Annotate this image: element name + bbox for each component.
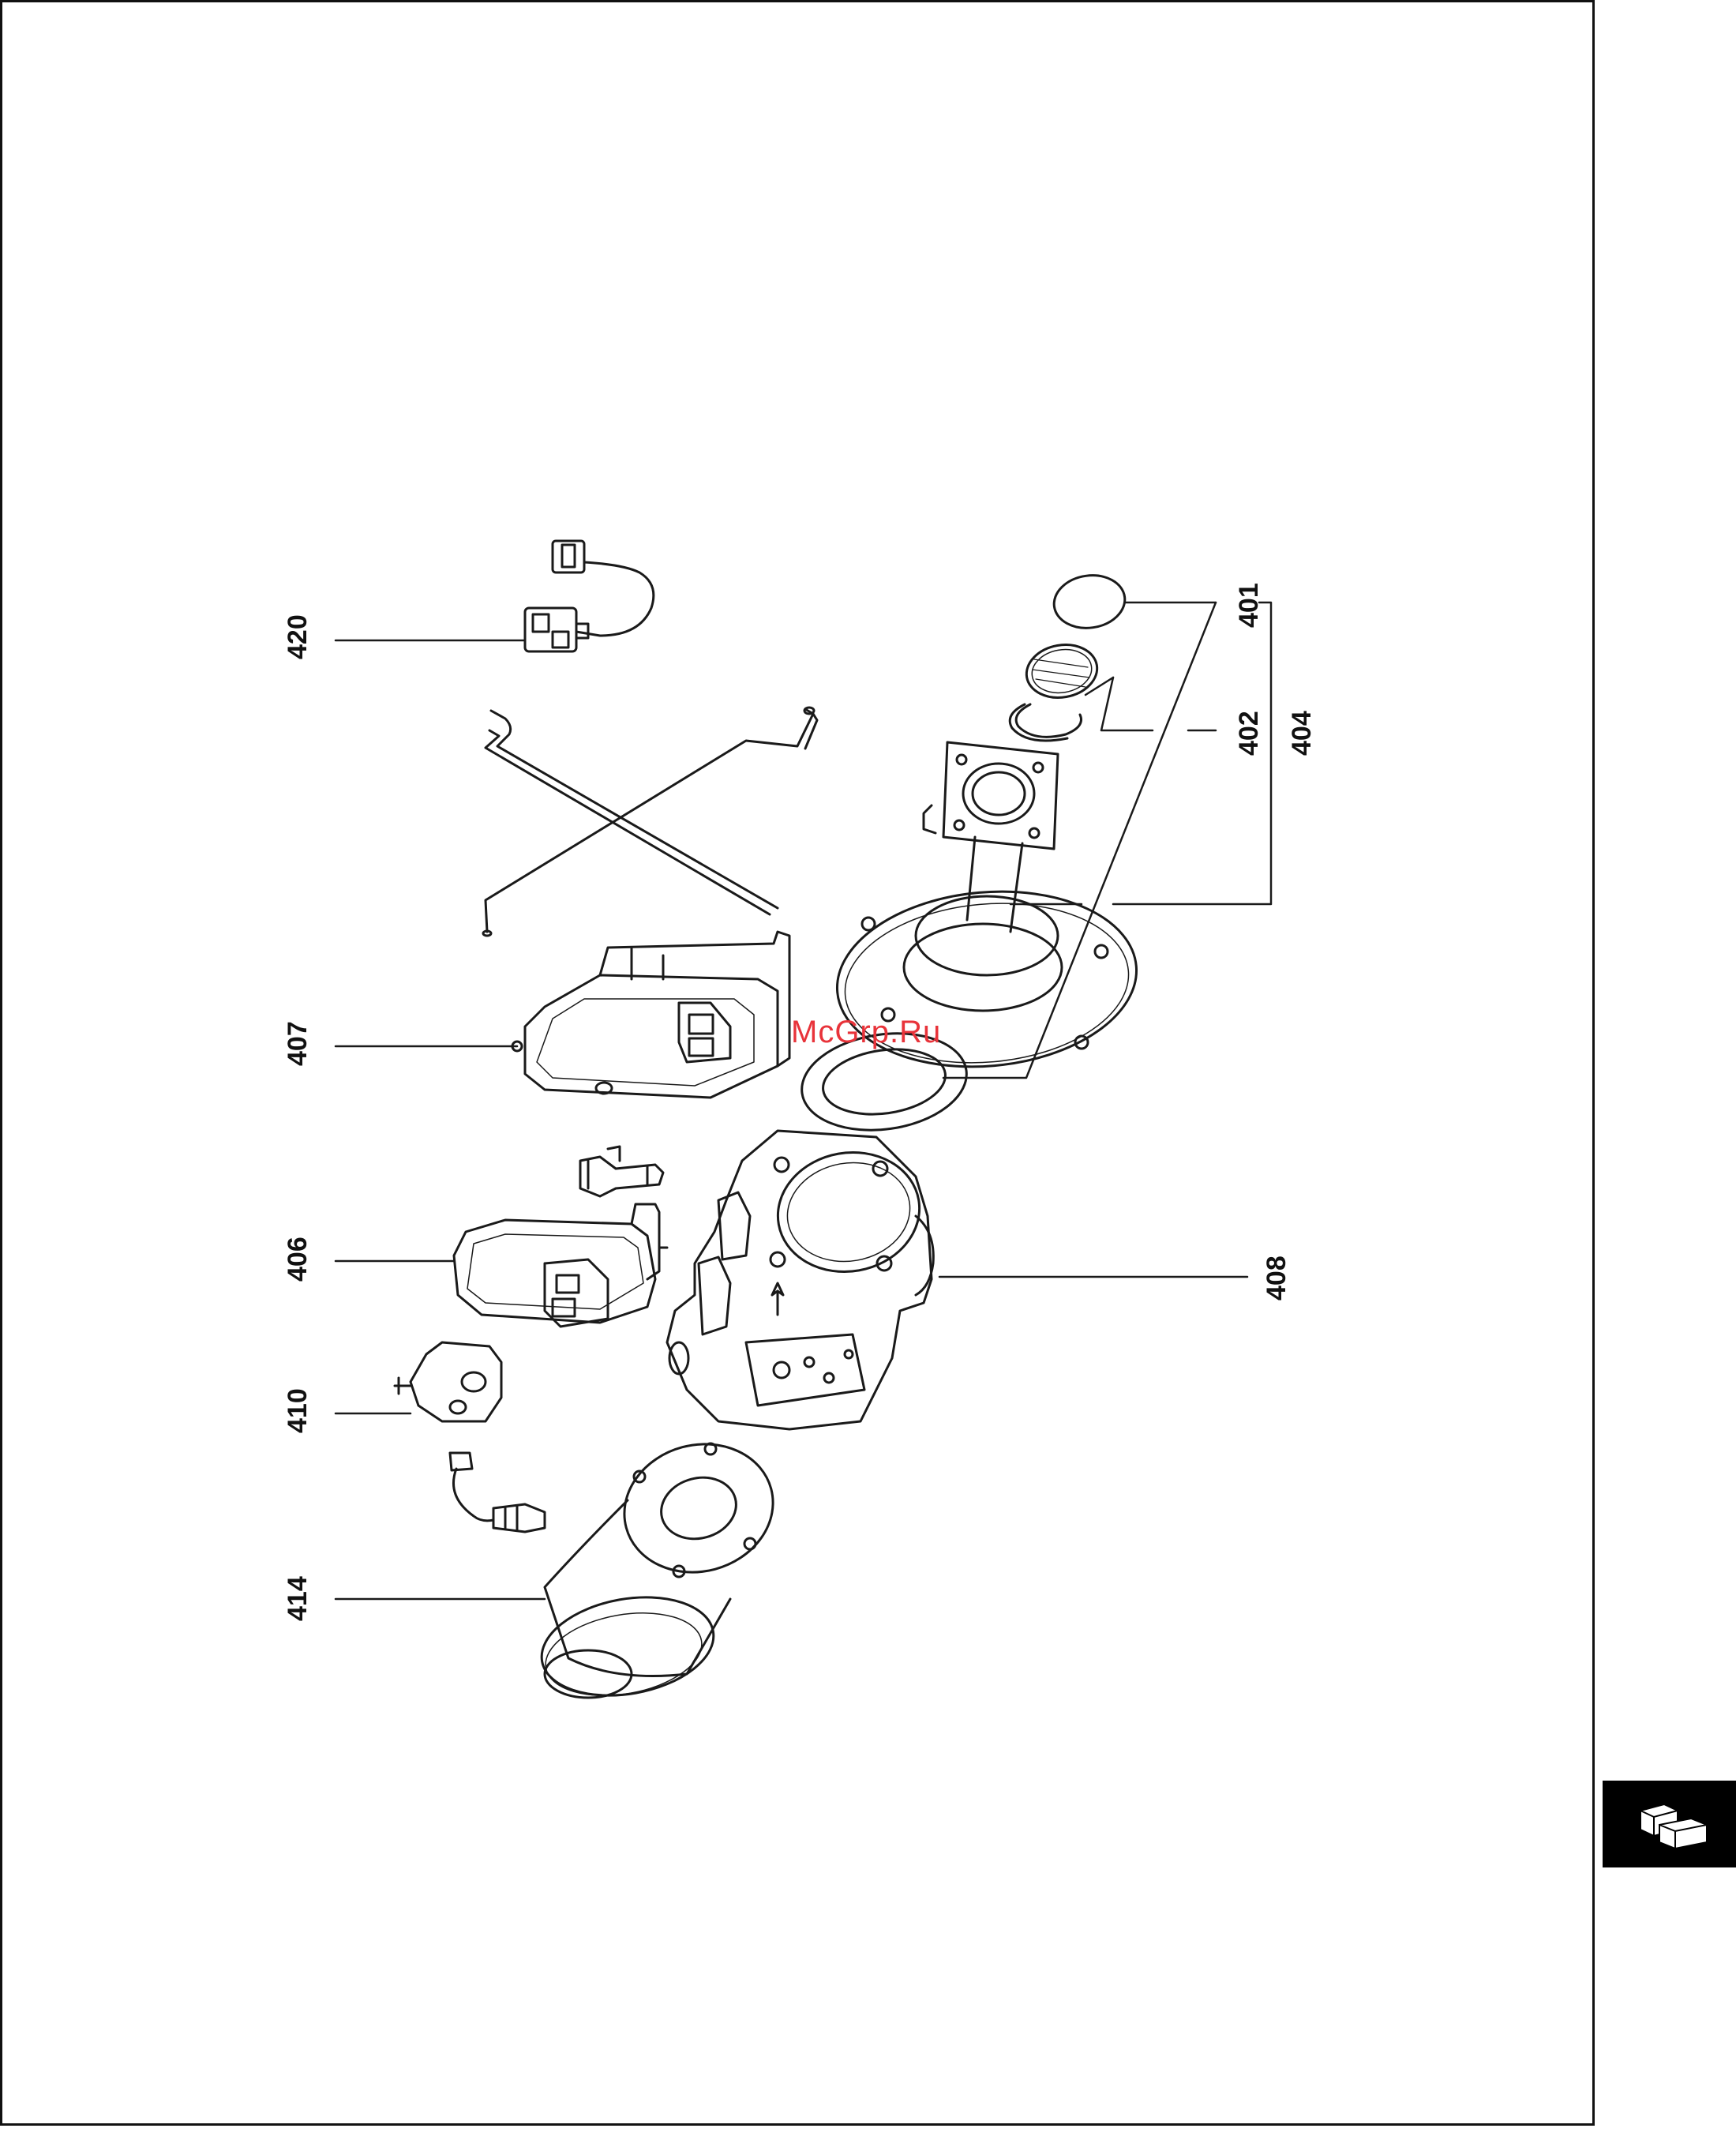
part-407-actuator [512,932,789,1098]
component-cube-icon [1603,1781,1736,1867]
callout-404: 404 [1288,711,1315,756]
callout-406: 406 [284,1237,311,1282]
section-tab[interactable] [1603,1781,1736,1867]
part-408-valve-body [667,1131,933,1429]
watermark: McGrp.Ru [791,1015,941,1050]
part-414-elbow [534,1428,787,1708]
bent-pipe [483,708,817,936]
callout-407: 407 [284,1021,311,1066]
part-401-o-ring [1051,571,1128,632]
part-402-filter-screen [1010,640,1101,741]
part-410-solenoid [395,1342,545,1532]
callout-408: 408 [1263,1256,1290,1301]
part-406-pressure-switch [454,1204,667,1327]
callout-414: 414 [284,1576,311,1621]
callout-420: 420 [284,614,311,659]
callout-401: 401 [1235,583,1262,628]
part-420-cable-connector [525,541,654,651]
callout-410: 410 [284,1388,311,1433]
callout-402: 402 [1235,711,1262,756]
t-fitting [580,1147,663,1196]
